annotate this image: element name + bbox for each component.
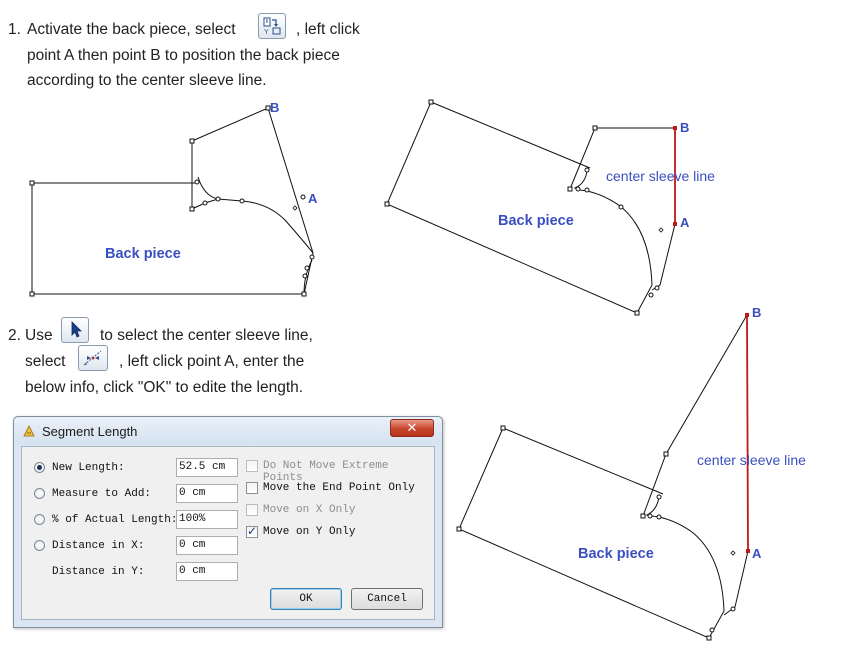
checkbox-do-not-move-extreme-points[interactable] (246, 460, 258, 472)
align-piece-tool-button[interactable]: Y (258, 13, 286, 39)
label-center-sleeve-line-2: center sleeve line (697, 452, 806, 468)
step-2-line-3: below info, click "OK" to edite the leng… (25, 379, 304, 396)
checkbox-move-on-x-only[interactable] (246, 504, 258, 516)
select-tool-button[interactable] (61, 317, 89, 343)
radio-distance-in-x[interactable] (34, 540, 45, 551)
label-point-a-2: A (680, 215, 690, 230)
step-2-use: Use (25, 327, 53, 344)
radio-percent-actual-length[interactable] (34, 514, 45, 525)
app-icon (23, 425, 35, 437)
label-new-length: New Length: (52, 462, 125, 474)
step-2-number: 2. (8, 327, 21, 344)
label-do-not-move-extreme-points: Do Not Move Extreme Points (263, 460, 389, 484)
segment-length-dialog: Segment Length ✕ New Length: 52.5 cm Mea… (13, 416, 443, 628)
dialog-close-button[interactable]: ✕ (390, 419, 434, 437)
label-center-sleeve-line-1: center sleeve line (606, 168, 715, 184)
dialog-body: New Length: 52.5 cm Measure to Add: 0 cm… (21, 446, 435, 620)
label-back-piece-1: Back piece (105, 246, 181, 262)
label-point-b-1: B (270, 100, 279, 115)
dialog-titlebar[interactable]: Segment Length ✕ (14, 417, 442, 445)
distance-in-y-field[interactable]: 0 cm (176, 562, 238, 581)
checkbox-move-end-point-only[interactable] (246, 482, 258, 494)
cursor-arrow-icon (71, 321, 82, 338)
label-back-piece-2: Back piece (498, 213, 574, 229)
svg-text:Y: Y (264, 29, 269, 36)
close-icon: ✕ (406, 420, 418, 435)
step-1-line-3: according to the center sleeve line. (27, 72, 267, 89)
percent-actual-length-field[interactable]: 100% (176, 510, 238, 529)
step-2-line-2b: , left click point A, enter the (119, 353, 305, 370)
label-distance-in-x: Distance in X: (52, 540, 145, 552)
step-1-line-1b: , left click (296, 21, 360, 38)
align-piece-icon: Y (263, 17, 281, 36)
label-percent-actual-length: % of Actual Length: (52, 514, 178, 526)
label-move-on-y-only: Move on Y Only (263, 526, 356, 538)
label-point-b-3: B (752, 305, 761, 320)
center-sleeve-line-2 (746, 314, 749, 552)
cancel-button[interactable]: Cancel (351, 588, 423, 610)
segment-length-tool-button[interactable] (78, 345, 108, 371)
new-length-field[interactable]: 52.5 cm (176, 458, 238, 477)
label-point-b-2: B (680, 120, 689, 135)
label-move-on-x-only: Move on X Only (263, 504, 356, 516)
step-2-line-2a: select (25, 353, 66, 370)
label-point-a-3: A (752, 546, 762, 561)
radio-measure-to-add[interactable] (34, 488, 45, 499)
measure-to-add-field[interactable]: 0 cm (176, 484, 238, 503)
step-1-line-1a: Activate the back piece, select (27, 21, 236, 38)
segment-length-icon (83, 350, 102, 366)
label-point-a-1: A (308, 191, 318, 206)
label-measure-to-add: Measure to Add: (52, 488, 152, 500)
distance-in-x-field[interactable]: 0 cm (176, 536, 238, 555)
label-distance-in-y: Distance in Y: (52, 566, 145, 578)
step-1-number: 1. (8, 21, 21, 38)
radio-new-length[interactable] (34, 462, 45, 473)
checkbox-move-on-y-only[interactable] (246, 524, 258, 538)
ok-button[interactable]: OK (270, 588, 342, 610)
label-move-end-point-only: Move the End Point Only (263, 482, 415, 494)
step-1-line-2: point A then point B to position the bac… (27, 47, 340, 64)
step-2-line-1b: to select the center sleeve line, (100, 327, 313, 344)
label-back-piece-3: Back piece (578, 546, 654, 562)
dialog-title: Segment Length (42, 424, 138, 439)
